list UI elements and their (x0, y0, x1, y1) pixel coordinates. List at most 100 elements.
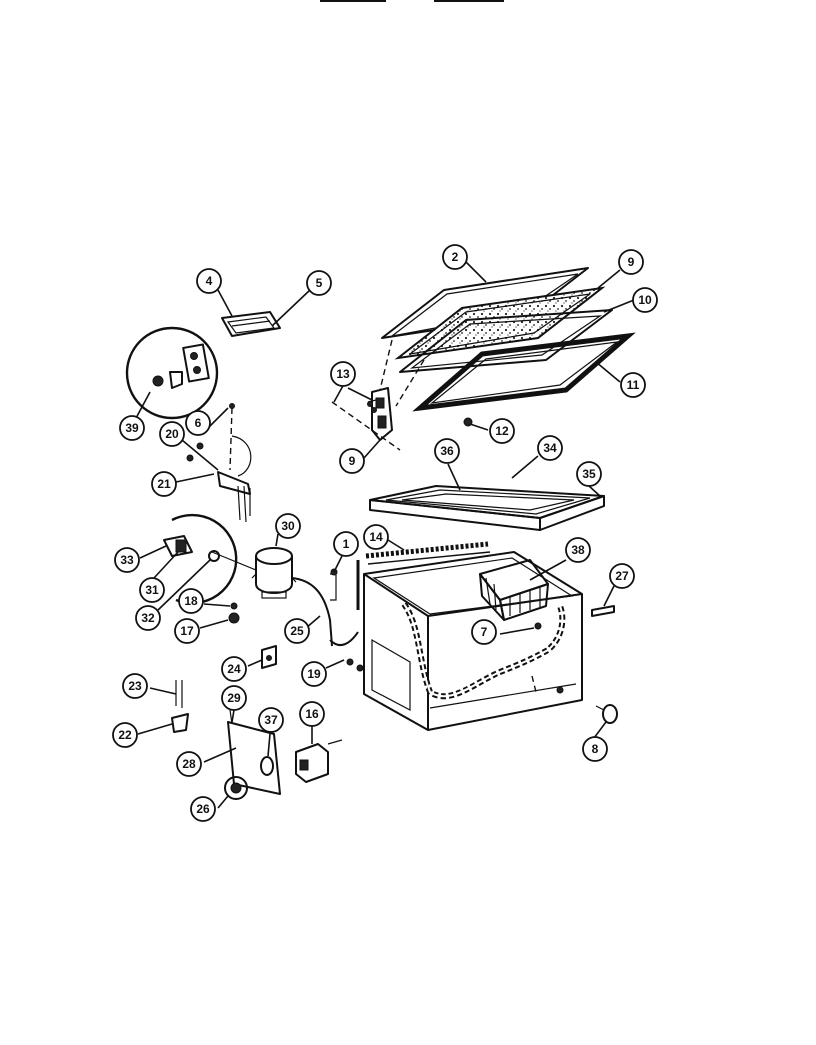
callout-label: 18 (184, 594, 198, 608)
callout-28: 28 (176, 751, 202, 777)
callout-label: 9 (349, 454, 356, 468)
callout-label: 34 (543, 441, 557, 455)
callout-circle (119, 415, 145, 441)
callout-circle (275, 513, 301, 539)
callout-circle (299, 701, 325, 727)
callout-label: 38 (571, 543, 585, 557)
callout-circle (363, 524, 389, 550)
callout-circle (489, 418, 515, 444)
callout-circle (565, 537, 591, 563)
callout-label: 19 (307, 667, 321, 681)
compressor-grommets (228, 602, 240, 624)
callout-circle (114, 547, 140, 573)
callout-label: 5 (316, 276, 323, 290)
callout-label: 32 (141, 611, 155, 625)
callout-label: 7 (481, 625, 488, 639)
callout-circle (442, 244, 468, 270)
callout-label: 22 (118, 728, 132, 742)
callout-23: 23 (122, 673, 148, 699)
callout-circle (176, 751, 202, 777)
callout-circle (582, 736, 608, 762)
callout-label: 13 (336, 367, 350, 381)
callout-circle (434, 438, 460, 464)
lid-liner-frame (399, 309, 613, 373)
freezer-cabinet (356, 541, 583, 731)
callout-9: 9 (618, 249, 644, 275)
callout-25: 25 (284, 618, 310, 644)
lock-detail-circle (125, 326, 219, 421)
callout-label: 33 (120, 553, 134, 567)
callout-circle (196, 268, 222, 294)
callout-label: 16 (305, 707, 319, 721)
callout-circle (151, 471, 177, 497)
callout-circle (135, 605, 161, 631)
callout-label: 37 (264, 713, 278, 727)
callout-label: 4 (206, 274, 213, 288)
callout-circle (330, 361, 356, 387)
control-panel (227, 709, 281, 795)
callout-circle (139, 577, 165, 603)
callout-label: 31 (145, 583, 159, 597)
callout-1: 1 (333, 531, 359, 557)
callout-label: 1 (343, 537, 350, 551)
power-cord-plug (171, 680, 189, 733)
callout-10: 10 (632, 287, 658, 313)
callout-27: 27 (609, 563, 635, 589)
callout-18: 18 (178, 588, 204, 614)
callout-label: 12 (495, 424, 509, 438)
callout-circle (333, 531, 359, 557)
callout-label: 25 (290, 624, 304, 638)
leveling-leg (595, 704, 618, 724)
callout-circle (620, 372, 646, 398)
callout-circle (306, 270, 332, 296)
callout-circle (221, 685, 247, 711)
basket-screw (534, 622, 542, 630)
mounting-bracket (261, 645, 277, 669)
callout-29: 29 (221, 685, 247, 711)
callout-30: 30 (275, 513, 301, 539)
leader-lines (137, 261, 635, 809)
callout-label: 14 (369, 530, 383, 544)
callout-circle (258, 707, 284, 733)
callout-circle (576, 461, 602, 487)
callout-circle (618, 249, 644, 275)
callout-circle (159, 421, 185, 447)
callout-label: 36 (440, 444, 454, 458)
callout-label: 30 (281, 519, 295, 533)
callout-label: 24 (227, 662, 241, 676)
callout-5: 5 (306, 270, 332, 296)
callout-circle (609, 563, 635, 589)
callout-26: 26 (190, 796, 216, 822)
thermostat (295, 739, 343, 783)
callout-label: 10 (638, 293, 652, 307)
callout-8: 8 (582, 736, 608, 762)
callout-19: 19 (301, 661, 327, 687)
compressor (251, 547, 297, 599)
callout-circle (185, 410, 211, 436)
callout-7: 7 (471, 619, 497, 645)
callout-circle (178, 588, 204, 614)
callout-label: 27 (615, 569, 629, 583)
callout-label: 6 (195, 416, 202, 430)
callout-circle (537, 435, 563, 461)
callout-circle (174, 618, 200, 644)
callout-label: 21 (157, 477, 171, 491)
callout-label: 8 (592, 742, 599, 756)
callout-38: 38 (565, 537, 591, 563)
lid-handle (221, 311, 281, 337)
callout-label: 20 (165, 427, 179, 441)
drier-screws (346, 658, 364, 672)
callout-39: 39 (119, 415, 145, 441)
callout-35: 35 (576, 461, 602, 487)
lid-support-pin (591, 605, 615, 617)
callout-37: 37 (258, 707, 284, 733)
callout-11: 11 (620, 372, 646, 398)
callout-circle (122, 673, 148, 699)
callout-label: 9 (628, 255, 635, 269)
lid-hinge-alignment-lines (331, 339, 425, 451)
callout-32: 32 (135, 605, 161, 631)
callout-label: 28 (182, 757, 196, 771)
callout-circle (339, 448, 365, 474)
